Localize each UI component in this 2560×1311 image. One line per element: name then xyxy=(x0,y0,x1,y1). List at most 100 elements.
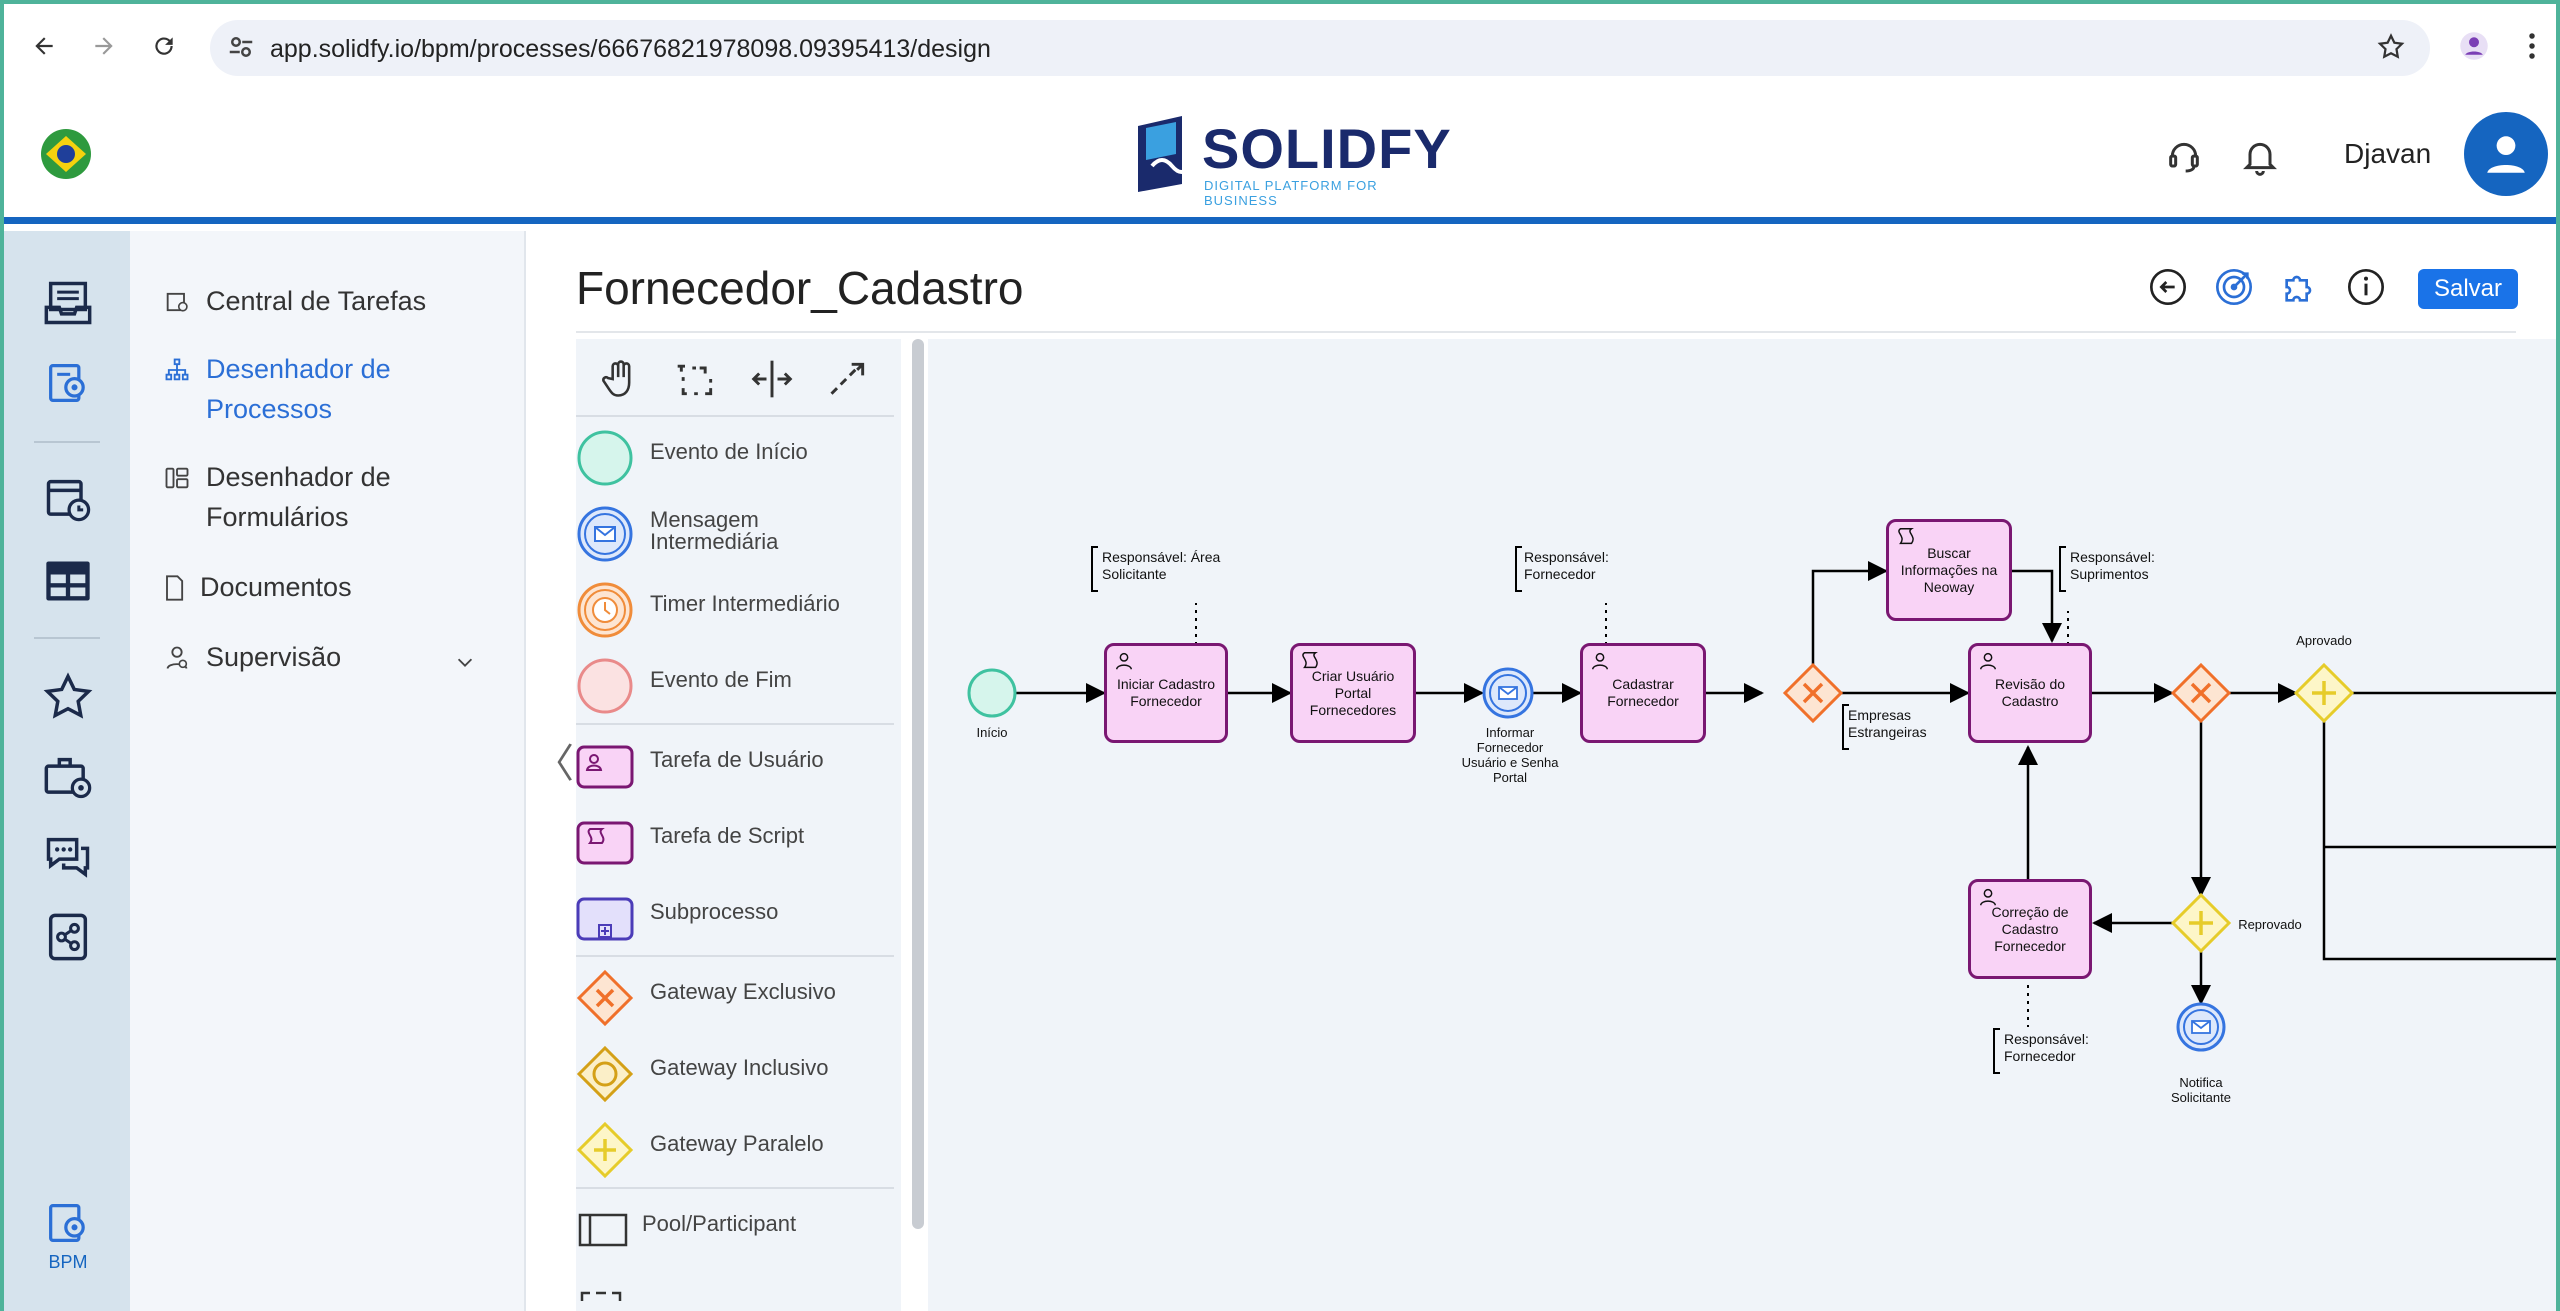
site-settings-icon[interactable] xyxy=(226,32,256,67)
nav-desenhador-formularios[interactable]: Desenhador de Formulários xyxy=(160,457,436,537)
task-revisao-cadastro[interactable]: Revisão do Cadastro xyxy=(1968,643,2092,743)
share-document-icon[interactable] xyxy=(40,909,96,965)
headset-icon[interactable] xyxy=(2164,136,2204,176)
url-text: app.solidfy.io/bpm/processes/66676821978… xyxy=(270,35,991,63)
connect-tool-icon[interactable] xyxy=(826,357,876,407)
brazil-flag-icon[interactable] xyxy=(40,128,92,180)
chat-bubbles-icon[interactable] xyxy=(40,829,96,885)
address-bar[interactable]: app.solidfy.io/bpm/processes/66676821978… xyxy=(210,20,2430,76)
chevron-down-icon[interactable] xyxy=(454,651,476,678)
supervisor-icon xyxy=(160,641,194,675)
profile-icon[interactable] xyxy=(2454,26,2494,66)
bookmark-star-icon[interactable] xyxy=(2376,32,2406,67)
bpm-icon xyxy=(49,1204,85,1242)
palette-label: Tarefa de Usuário xyxy=(650,747,824,772)
info-icon[interactable] xyxy=(2346,267,2386,307)
palette-start-event[interactable]: Evento de Início xyxy=(576,423,894,487)
start-event[interactable] xyxy=(967,668,1017,718)
bpm-label: BPM xyxy=(48,1252,88,1272)
puzzle-icon[interactable] xyxy=(2280,267,2320,307)
annotation-fornecedor-correcao[interactable]: Responsável: Fornecedor xyxy=(2004,1031,2089,1064)
palette-group[interactable] xyxy=(576,1273,894,1311)
start-label: Início xyxy=(976,725,1008,740)
element-palette: Evento de Início Mensagem Intermediária … xyxy=(576,339,901,1311)
notification-bell-icon[interactable] xyxy=(2240,136,2280,176)
annotation-area-solicitante[interactable]: Responsável: Área Solicitante xyxy=(1102,549,1221,582)
star-icon[interactable] xyxy=(40,669,96,725)
reload-icon[interactable] xyxy=(144,26,184,66)
informar-message-event[interactable] xyxy=(1482,667,1534,719)
user-avatar[interactable] xyxy=(2464,112,2548,196)
browser-menu-icon[interactable] xyxy=(2512,26,2552,66)
task-label: Correção de Cadastro Fornecedor xyxy=(1991,903,2069,954)
task-label: Revisão do Cadastro xyxy=(1994,676,2066,709)
task-correcao-cadastro[interactable]: Correção de Cadastro Fornecedor xyxy=(1968,879,2092,979)
user-icon xyxy=(1115,652,1133,670)
task-criar-usuario[interactable]: Criar Usuário Portal Fornecedores xyxy=(1290,643,1416,743)
page-title: Fornecedor_Cadastro xyxy=(576,262,1024,314)
nav-central-tarefas[interactable]: Central de Tarefas xyxy=(160,281,426,321)
process-gear-icon[interactable] xyxy=(40,355,96,411)
browser-toolbar: app.solidfy.io/bpm/processes/66676821978… xyxy=(4,4,2556,86)
parallel-gateway-reprovado[interactable] xyxy=(2170,892,2232,954)
group-icon xyxy=(580,1291,622,1301)
back-circle-icon[interactable] xyxy=(2148,267,2188,307)
palette-message-event[interactable]: Mensagem Intermediária xyxy=(576,499,894,563)
subprocess-icon xyxy=(576,897,634,941)
user-icon xyxy=(1591,652,1609,670)
collapse-sidebar-icon[interactable]: 〈 xyxy=(534,742,574,786)
briefcase-gear-icon[interactable] xyxy=(40,749,96,805)
palette-end-event[interactable]: Evento de Fim xyxy=(576,651,894,715)
user-icon xyxy=(1979,652,1997,670)
exclusive-gateway-icon xyxy=(576,969,634,1027)
forward-icon[interactable] xyxy=(84,26,124,66)
back-icon[interactable] xyxy=(24,26,64,66)
hand-tool-icon[interactable] xyxy=(598,357,648,407)
task-label: Buscar Informações na Neoway xyxy=(1900,544,1998,595)
space-tool-icon[interactable] xyxy=(750,357,800,407)
notifica-message-event[interactable] xyxy=(2176,1002,2226,1052)
palette-script-task[interactable]: Tarefa de Script xyxy=(576,807,894,871)
informar-label: Informar Fornecedor Usuário e Senha Port… xyxy=(1461,725,1559,785)
palette-label: Gateway Paralelo xyxy=(650,1131,824,1156)
module-rail: BPM xyxy=(4,231,130,1311)
lasso-tool-icon[interactable] xyxy=(674,357,724,407)
diagram-canvas[interactable]: Início Iniciar Cadastro Fornecedor Criar… xyxy=(928,339,2556,1311)
calendar-clock-icon[interactable] xyxy=(40,471,96,527)
task-buscar-neoway[interactable]: Buscar Informações na Neoway xyxy=(1886,519,2012,621)
nav-documentos[interactable]: Documentos xyxy=(160,567,352,607)
palette-label: Mensagem Intermediária xyxy=(650,507,779,554)
palette-exclusive-gateway[interactable]: Gateway Exclusivo xyxy=(576,963,894,1027)
exclusive-gateway-2[interactable] xyxy=(2170,662,2232,724)
solidfy-logo: SOLIDFY DIGITAL PLATFORM FOR BUSINESS xyxy=(1132,114,1451,208)
nav-supervisao[interactable]: Supervisão xyxy=(160,637,341,677)
bpm-module[interactable]: BPM xyxy=(36,1199,100,1273)
side-navigation: Central de Tarefas Desenhador de Process… xyxy=(130,231,526,1311)
parallel-gateway-aprovado[interactable] xyxy=(2293,662,2355,724)
end-event-icon xyxy=(577,658,633,714)
annotation-suprimentos[interactable]: Responsável: Suprimentos xyxy=(2070,549,2155,582)
palette-subprocess[interactable]: Subprocesso xyxy=(576,883,894,947)
palette-timer-event[interactable]: Timer Intermediário xyxy=(576,575,894,639)
app-header: SOLIDFY DIGITAL PLATFORM FOR BUSINESS Dj… xyxy=(4,86,2556,224)
user-name[interactable]: Djavan xyxy=(2344,138,2432,169)
palette-parallel-gateway[interactable]: Gateway Paralelo xyxy=(576,1115,894,1179)
palette-pool[interactable]: Pool/Participant xyxy=(576,1195,894,1259)
palette-label: Evento de Início xyxy=(650,439,808,464)
nav-label: Central de Tarefas xyxy=(206,286,427,316)
inclusive-gateway-icon xyxy=(576,1045,634,1103)
palette-label: Evento de Fim xyxy=(650,667,792,692)
exclusive-gateway-1[interactable] xyxy=(1782,662,1844,724)
annotation-fornecedor[interactable]: Responsável: Fornecedor xyxy=(1524,549,1609,582)
dashboard-grid-icon[interactable] xyxy=(40,553,96,609)
palette-scrollbar[interactable] xyxy=(912,339,924,1229)
palette-label: Subprocesso xyxy=(650,899,779,924)
save-button[interactable]: Salvar xyxy=(2418,269,2518,309)
nav-desenhador-processos[interactable]: Desenhador de Processos xyxy=(160,349,436,429)
task-cadastrar-fornecedor[interactable]: Cadastrar Fornecedor xyxy=(1580,643,1706,743)
inbox-tray-icon[interactable] xyxy=(40,275,96,331)
palette-inclusive-gateway[interactable]: Gateway Inclusivo xyxy=(576,1039,894,1103)
target-icon[interactable] xyxy=(2214,267,2254,307)
palette-user-task[interactable]: Tarefa de Usuário xyxy=(576,731,894,795)
task-iniciar-cadastro[interactable]: Iniciar Cadastro Fornecedor xyxy=(1104,643,1228,743)
